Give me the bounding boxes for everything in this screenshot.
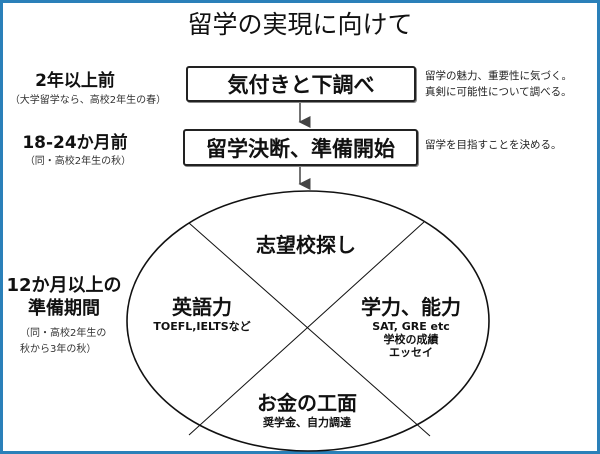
prep-timing: 12か月以上の 準備期間 — [6, 274, 121, 320]
quadrant-school-search: 志望校探し — [256, 233, 356, 257]
quadrant-english: 英語力 TOEFL,IELTSなど — [153, 291, 250, 333]
quadrant-detail: TOEFL,IELTSなど — [153, 320, 251, 333]
quadrant-funding: お金の工面 奨学金、自力調達 — [257, 387, 357, 429]
page-title: 留学の実現に向けて — [187, 10, 413, 39]
divider-line-a — [188, 222, 431, 437]
prep-note-line: 秋から3年の秋） — [20, 344, 97, 355]
prep-timing-line: 準備期間 — [28, 298, 100, 319]
prep-note: （同・高校2年生の 秋から3年の秋） — [20, 326, 106, 358]
timing-note-step1: （大学留学なら、高校2年生の春） — [9, 95, 167, 106]
quadrant-title: お金の工面 — [257, 391, 357, 415]
quadrant-academic: 学力、能力 SAT, GRE etc 学校の成績 エッセイ — [361, 291, 461, 359]
timing-step1: 2年以上前 — [35, 71, 115, 91]
quadrant-detail: 学校の成績 — [383, 333, 439, 346]
timing-note-step2: （同・高校2年生の秋） — [24, 156, 132, 167]
step-box-decision: 留学決断、準備開始 — [183, 129, 418, 166]
notes-step2: 留学を目指すことを決める。 — [425, 137, 562, 153]
quadrant-title: 学力、能力 — [361, 295, 461, 319]
step-box-research: 気付きと下調べ — [186, 66, 416, 102]
quadrant-detail: 奨学金、自力調達 — [263, 416, 351, 429]
note-line: 留学を目指すことを決める。 — [425, 139, 562, 151]
quadrant-title: 英語力 — [171, 295, 232, 319]
note-line: 留学の魅力、重要性に気づく。 — [425, 70, 572, 82]
note-line: 真剣に可能性について調べる。 — [425, 86, 572, 98]
notes-step1: 留学の魅力、重要性に気づく。 真剣に可能性について調べる。 — [425, 68, 572, 100]
prep-note-line: （同・高校2年生の — [20, 328, 107, 339]
quadrant-detail: SAT, GRE etc — [372, 320, 450, 333]
prep-timing-line: 12か月以上の — [6, 275, 122, 296]
timing-step2: 18-24か月前 — [22, 133, 128, 153]
preparation-ellipse — [126, 190, 490, 452]
quadrant-detail: エッセイ — [389, 346, 433, 359]
divider-line-b — [188, 221, 425, 436]
